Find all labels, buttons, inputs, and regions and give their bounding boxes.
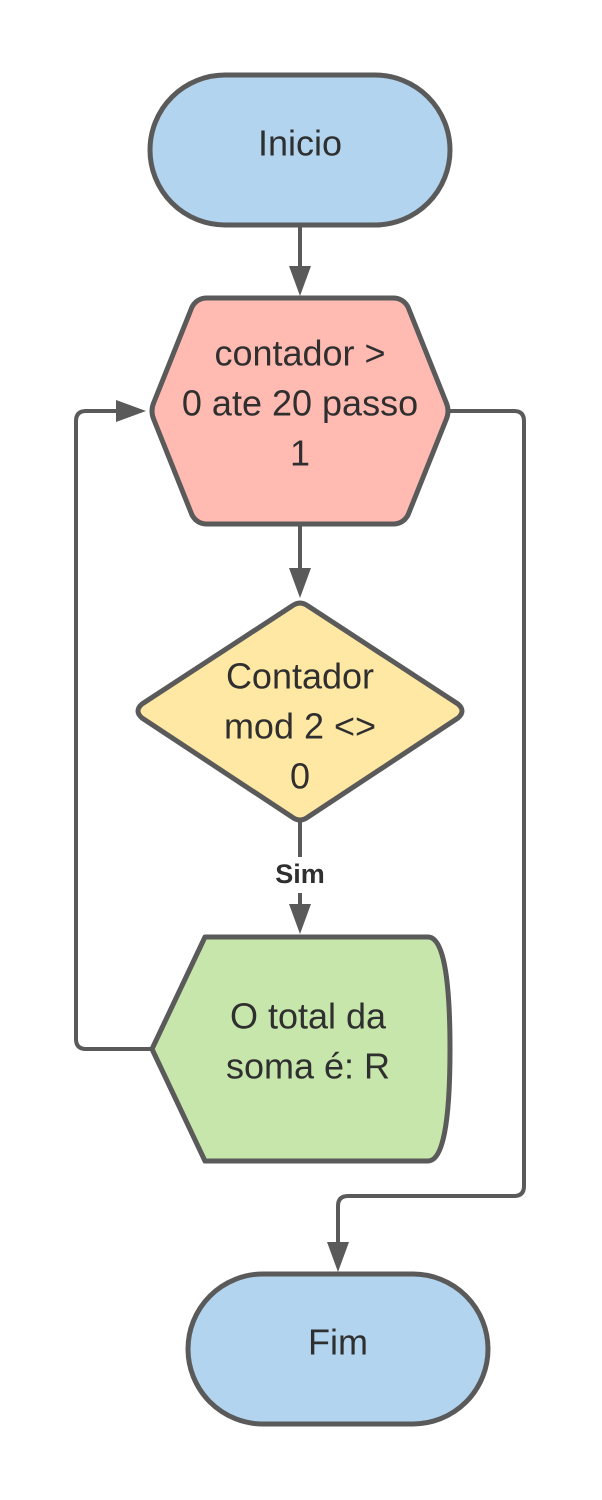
decision-label-line-1: Contador	[226, 656, 374, 697]
output-display-shape	[149, 934, 453, 1164]
connector-start-to-loop	[289, 224, 311, 296]
decision-label-line-3: 0	[290, 756, 310, 797]
end-terminal: Fim	[185, 1271, 491, 1427]
output-display: O total da soma é: R	[149, 934, 453, 1164]
decision-yes-label: Sim	[275, 859, 325, 889]
start-terminal: Inicio	[147, 72, 453, 228]
start-label: Inicio	[258, 123, 342, 164]
loop-label-line-1: contador >	[214, 333, 385, 374]
loop-step: contador > 0 ate 20 passo 1	[149, 295, 451, 527]
decision-step: Contador mod 2 <> 0	[135, 600, 465, 823]
output-label-line-2: soma é: R	[226, 1046, 390, 1087]
connector-decision-to-output	[289, 822, 311, 934]
connector-loop-to-end	[327, 409, 526, 1272]
start-terminal-shape	[147, 72, 453, 228]
decision-label-line-2: mod 2 <>	[224, 706, 376, 747]
connector-loop-to-decision	[289, 524, 311, 598]
output-label-line-1: O total da	[230, 996, 387, 1037]
loop-hexagon-shape	[149, 295, 451, 527]
end-terminal-shape	[185, 1271, 491, 1427]
end-label: Fim	[308, 1322, 368, 1363]
connector-output-loopback	[74, 400, 152, 1051]
decision-diamond-shape	[135, 600, 465, 823]
loop-label-line-3: 1	[290, 433, 310, 474]
loop-label-line-2: 0 ate 20 passo	[182, 383, 418, 424]
